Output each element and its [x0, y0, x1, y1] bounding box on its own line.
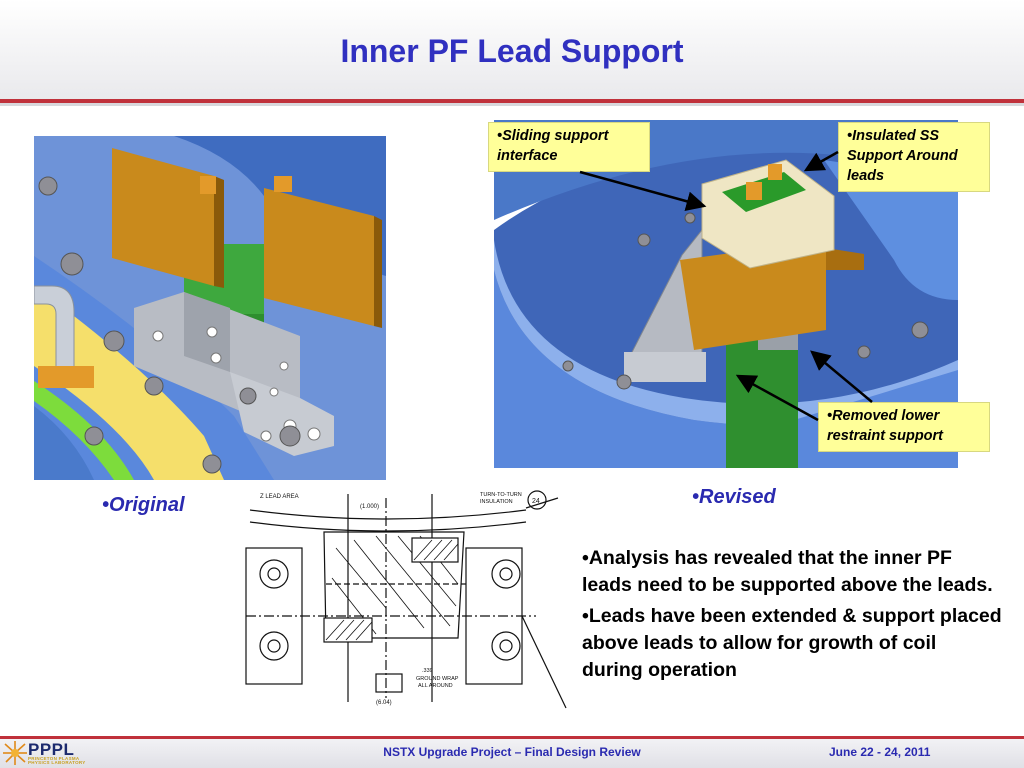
drawing-label-lead-area: Z LEAD AREA — [260, 494, 299, 500]
callout-line: •Insulated SS — [847, 128, 940, 144]
callout-line: interface — [497, 148, 558, 164]
drawing-label-ground-wrap: GROUND WRAP — [416, 676, 459, 682]
bullet-leads-extended: •Leads have been extended & support plac… — [582, 605, 1002, 681]
drawing-label-turn-insulation: TURN-TO-TURN — [480, 492, 522, 498]
bullet-list: •Analysis has revealed that the inner PF… — [582, 545, 1002, 688]
footer-date: June 22 - 24, 2011 — [829, 745, 931, 759]
drawing-label-ground-wrap: ALL AROUND — [418, 683, 453, 689]
drawing-label-turn-insulation: INSULATION — [480, 499, 513, 505]
pppl-logo: PPPL — [28, 740, 75, 759]
callout-sliding-support: •Sliding support interface — [488, 122, 650, 172]
slide-header — [0, 0, 1024, 100]
original-render — [34, 136, 386, 480]
pppl-logo-subtitle: PRINCETON PLASMA PHYSICS LABORATORY — [28, 756, 86, 765]
drawing-label-dim-top: (1.000) — [360, 504, 379, 510]
slide-footer — [0, 739, 1024, 768]
footer-rule — [0, 736, 1024, 739]
header-rule-shadow — [0, 103, 1024, 106]
callout-insulated-support: •Insulated SS Support Around leads — [838, 122, 990, 192]
original-caption: •Original — [102, 494, 185, 516]
callout-line: restraint support — [827, 428, 944, 444]
bullet-analysis: •Analysis has revealed that the inner PF… — [582, 547, 993, 596]
sunburst-icon — [3, 741, 27, 765]
callout-line: Support Around — [847, 148, 958, 164]
slide-title: Inner PF Lead Support — [340, 33, 684, 69]
callout-removed-restraint: •Removed lower restraint support — [818, 402, 990, 452]
callout-line: leads — [847, 168, 885, 184]
callout-line: •Removed lower — [827, 408, 940, 424]
callout-line: •Sliding support — [497, 128, 609, 144]
footer-project-name: NSTX Upgrade Project – Final Design Revi… — [383, 745, 641, 759]
revised-caption: •Revised — [692, 486, 776, 508]
cross-section-drawing: Z LEAD AREA (1.000) TURN-TO-TURN INSULAT… — [236, 488, 572, 710]
header-rule — [0, 99, 1024, 103]
drawing-label-339: .339 — [422, 668, 433, 674]
drawing-label-balloon: 24 — [532, 498, 540, 505]
drawing-label-dim-bottom: (6.04) — [376, 700, 392, 706]
